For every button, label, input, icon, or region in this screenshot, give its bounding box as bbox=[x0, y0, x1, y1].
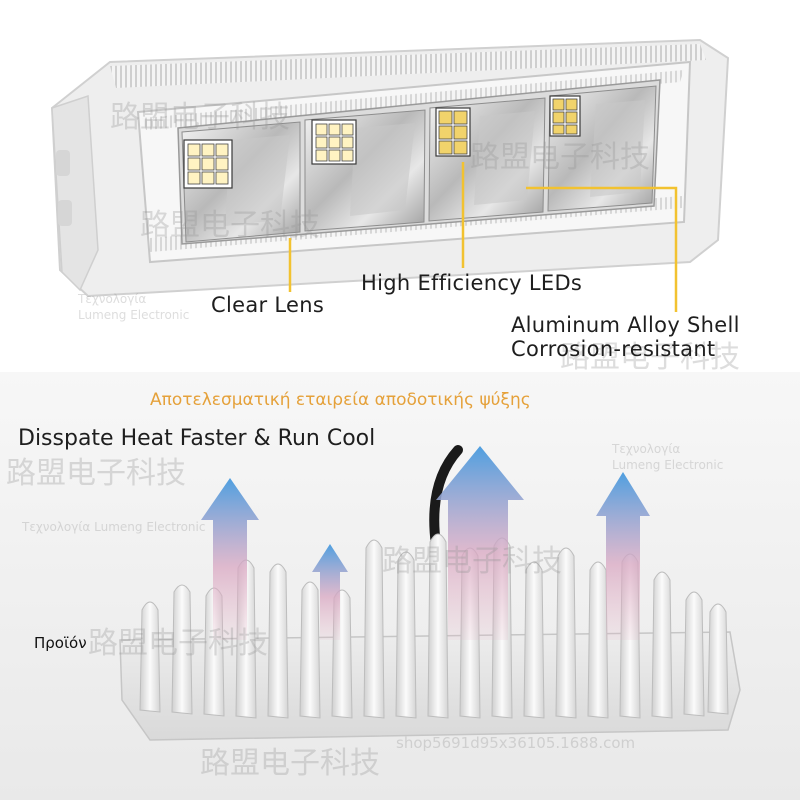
callout-corrosion-resistant: Corrosion-resistant bbox=[511, 337, 716, 361]
led-light-bar bbox=[50, 38, 730, 298]
heat-arrow-right bbox=[596, 472, 650, 640]
watermark-greek-1: Τεχνολογία bbox=[78, 292, 147, 306]
callout-clear-lens: Clear Lens bbox=[211, 293, 325, 317]
heat-arrow-center bbox=[436, 446, 524, 640]
watermark-latin-1: Lumeng Electronic bbox=[78, 308, 190, 322]
led-chips bbox=[183, 95, 581, 189]
product-label: Προϊόν bbox=[34, 634, 87, 652]
greek-section-title: Αποτελεσματική εταιρεία αποδοτικής ψύξης bbox=[150, 390, 531, 410]
watermark-brand-4: 路盟电子科技 bbox=[560, 340, 740, 375]
watermark-brand-3: 路盟电子科技 bbox=[140, 208, 320, 243]
callout-high-efficiency-leds: High Efficiency LEDs bbox=[361, 271, 583, 295]
callout-aluminum-shell: Aluminum Alloy Shell bbox=[511, 313, 740, 337]
watermark-brand-2: 路盟电子科技 bbox=[470, 140, 650, 175]
heat-arrow-small bbox=[312, 544, 348, 640]
watermark-brand-6: 路盟电子科技 bbox=[382, 544, 562, 579]
heat-flow-arrows bbox=[201, 446, 650, 640]
watermark-greek-2: Τεχνολογία bbox=[612, 442, 681, 456]
watermark-brand-8: 路盟电子科技 bbox=[200, 746, 380, 781]
callout-lines bbox=[288, 162, 678, 312]
callout-line-shell bbox=[526, 186, 678, 312]
watermark-greek-latin: Τεχνολογία Lumeng Electronic bbox=[22, 520, 206, 534]
heat-sink bbox=[119, 533, 741, 741]
watermark-latin-2: Lumeng Electronic bbox=[612, 458, 724, 472]
heat-arrow-left bbox=[201, 478, 259, 640]
watermark-brand-7: 路盟电子科技 bbox=[88, 626, 268, 661]
power-cable bbox=[429, 445, 463, 550]
watermark-shop-url: shop5691d95x36105.1688.com bbox=[396, 734, 636, 752]
heat-headline: Disspate Heat Faster & Run Cool bbox=[18, 426, 376, 451]
watermark-brand-5: 路盟电子科技 bbox=[6, 456, 186, 491]
watermark-brand-1: 路盟电子科技 bbox=[110, 100, 290, 135]
